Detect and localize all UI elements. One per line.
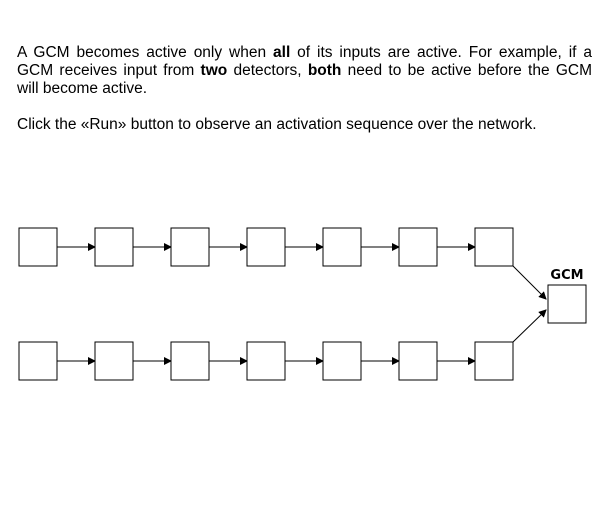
detector-unit <box>474 227 514 267</box>
detector-unit <box>170 341 210 381</box>
detector-unit <box>398 227 438 267</box>
gcm-label: GCM <box>550 268 583 283</box>
instruction-text-segment: need to be active before the GCM will be… <box>17 62 592 97</box>
detector-unit <box>398 341 438 381</box>
detector-unit <box>474 341 514 381</box>
gcm-input-arrow <box>512 309 547 343</box>
instruction-emphasis-all: all <box>273 44 291 61</box>
instruction-text-segment: of its inputs are active. For example, i… <box>17 44 592 79</box>
detector-unit <box>322 227 362 267</box>
gcm-group: GCM <box>547 268 587 324</box>
detector-chains <box>18 227 547 381</box>
instruction-text-segment: detectors, <box>227 62 308 79</box>
detector-unit <box>94 341 134 381</box>
detector-unit <box>170 227 210 267</box>
detector-unit <box>18 227 58 267</box>
instruction-emphasis-both: both <box>307 62 342 79</box>
instruction-text-segment: A GCM becomes active only when <box>17 44 274 61</box>
instructions-text: A GCM becomes active only when all of it… <box>17 44 592 152</box>
bottom-chain <box>18 309 547 381</box>
top-chain <box>18 227 547 300</box>
instructions-paragraph-2: Click the «Run» button to observe an act… <box>17 116 537 133</box>
detector-unit <box>246 227 286 267</box>
gcm-input-arrow <box>512 265 547 300</box>
instructions-paragraph-1: A GCM becomes active only when all of it… <box>17 44 592 98</box>
gcm-unit <box>547 284 587 324</box>
detector-unit <box>322 341 362 381</box>
instruction-emphasis-two: two <box>200 62 228 79</box>
detector-unit <box>94 227 134 267</box>
detector-unit <box>18 341 58 381</box>
detector-unit <box>246 341 286 381</box>
